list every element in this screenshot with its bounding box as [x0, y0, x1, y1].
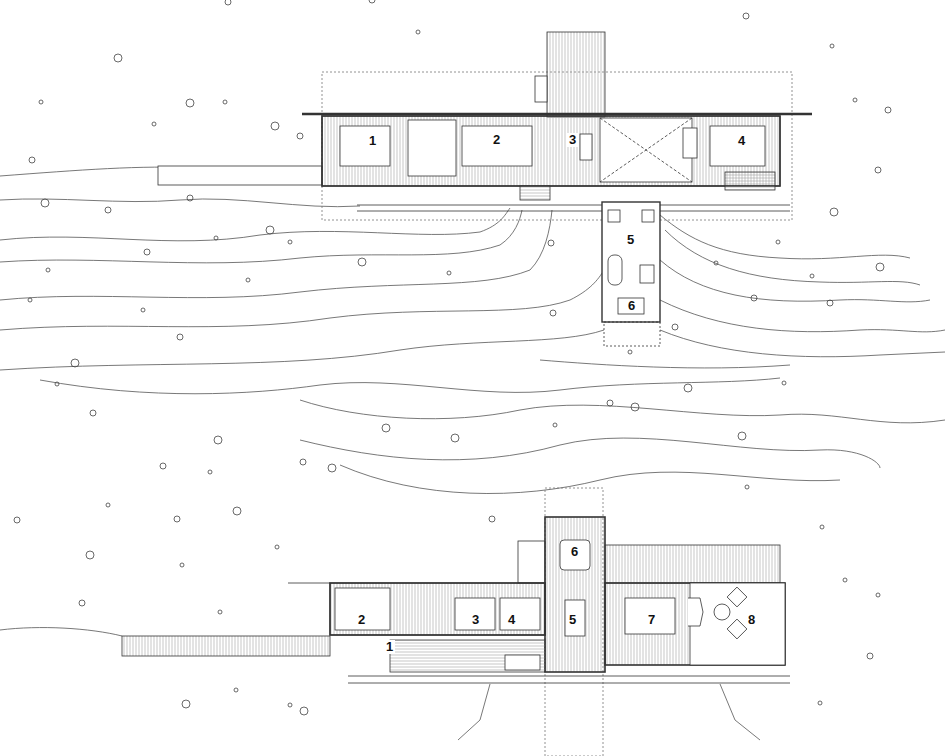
main-floor-plan — [122, 488, 790, 756]
room-number: 2 — [356, 613, 367, 627]
room-number: 2 — [491, 133, 502, 147]
upper-floor-plan — [158, 32, 812, 346]
trees — [14, 0, 891, 715]
room-number: 3 — [567, 133, 578, 147]
room-number: 3 — [470, 613, 481, 627]
room-number: 1 — [367, 134, 378, 148]
room-number: 5 — [625, 233, 636, 247]
room-number: 6 — [626, 299, 637, 313]
room-number: 6 — [569, 545, 580, 559]
room-number: 5 — [567, 613, 578, 627]
room-number: 4 — [736, 134, 747, 148]
room-number: 4 — [506, 613, 517, 627]
room-number: 8 — [746, 613, 757, 627]
room-number: 7 — [646, 613, 657, 627]
room-number: 1 — [384, 640, 395, 654]
contour-lines — [0, 167, 945, 740]
